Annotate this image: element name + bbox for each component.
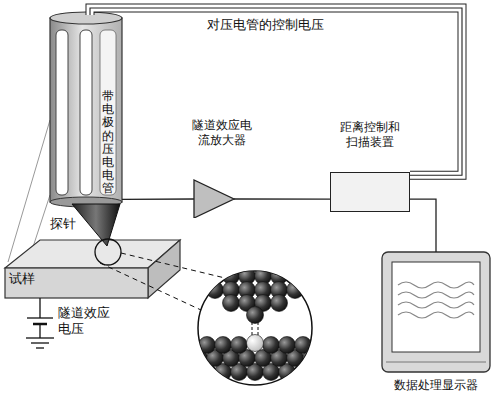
sample-block bbox=[5, 240, 180, 298]
sample: 试样 bbox=[5, 268, 148, 298]
atom bbox=[191, 268, 208, 285]
atom bbox=[215, 337, 232, 354]
atom bbox=[223, 295, 240, 312]
piezo-tube-box: 带电极的压电电管 bbox=[50, 15, 122, 210]
control-box bbox=[330, 172, 410, 212]
monitor bbox=[382, 252, 490, 372]
wire-path bbox=[410, 199, 436, 252]
wire-path bbox=[234, 198, 330, 199]
atom bbox=[311, 364, 328, 381]
amplifier-triangle bbox=[194, 180, 234, 218]
atom bbox=[311, 337, 328, 354]
node-label: 隧道效应电流放大器 bbox=[190, 118, 254, 148]
control-unit: 距离控制和扫描装置 bbox=[330, 120, 410, 212]
atom bbox=[183, 364, 200, 381]
atom bbox=[207, 268, 224, 285]
amplifier: 隧道效应电流放大器 bbox=[190, 118, 254, 218]
atom bbox=[303, 268, 320, 285]
atom bbox=[207, 282, 224, 299]
control-cable bbox=[90, 8, 462, 175]
atom bbox=[287, 282, 304, 299]
signal-wire bbox=[234, 199, 330, 200]
atom bbox=[247, 335, 264, 352]
atom bbox=[279, 337, 296, 354]
signal-wire bbox=[410, 199, 436, 252]
edge-label: 对压电管的控制电压 bbox=[205, 17, 326, 33]
atom bbox=[263, 337, 280, 354]
probe-label: 探针 bbox=[50, 216, 76, 232]
atom bbox=[319, 350, 336, 367]
voltage-source bbox=[26, 298, 54, 348]
atom bbox=[271, 295, 288, 312]
atom bbox=[183, 337, 200, 354]
tunnel-gap bbox=[252, 322, 258, 335]
node-label: 带电极的压电电管 bbox=[102, 90, 114, 196]
signal-wire bbox=[122, 199, 194, 200]
display: 数据处理显示器 bbox=[380, 250, 492, 400]
atom-array bbox=[175, 268, 336, 381]
node-label: 距离控制和扫描装置 bbox=[330, 120, 410, 150]
node-label: 数据处理显示器 bbox=[380, 378, 492, 393]
cable-gap bbox=[90, 8, 462, 175]
atom bbox=[287, 268, 304, 285]
piezo-tube bbox=[50, 12, 122, 207]
atom bbox=[247, 307, 264, 324]
atom bbox=[295, 337, 312, 354]
cable-outer bbox=[90, 8, 462, 175]
zoom-spot bbox=[95, 239, 121, 265]
voltage-label: 隧道效应电压 bbox=[58, 305, 114, 338]
atom bbox=[175, 350, 192, 367]
cable-inner bbox=[90, 8, 462, 175]
atom bbox=[231, 337, 248, 354]
zoom-circle bbox=[198, 271, 312, 385]
node-label: 试样 bbox=[5, 268, 148, 287]
wire-path bbox=[122, 198, 194, 200]
atom bbox=[199, 337, 216, 354]
